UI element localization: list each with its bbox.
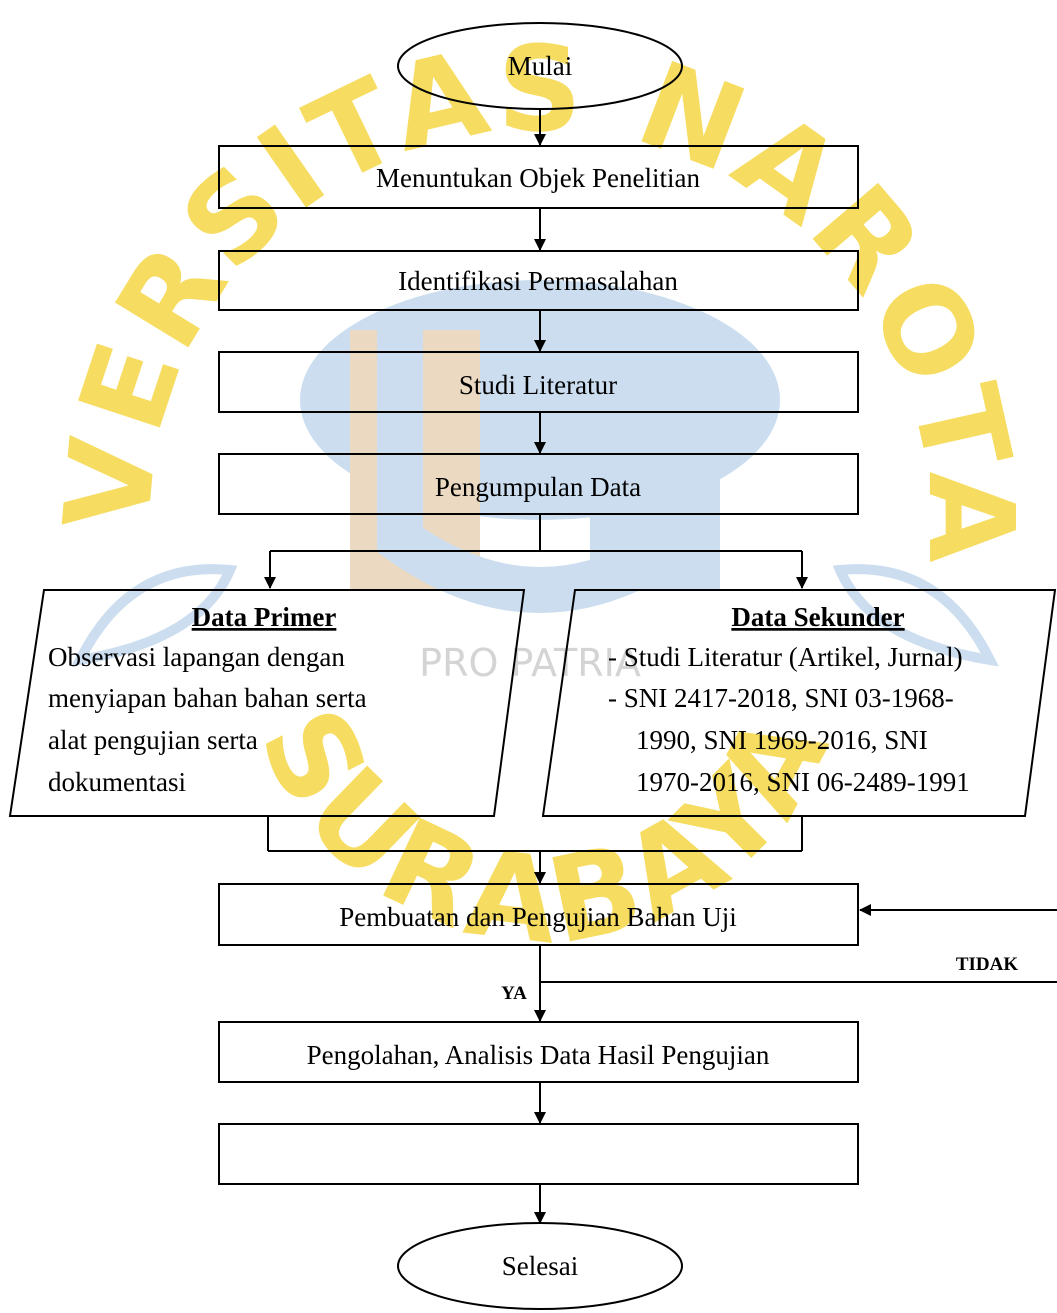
secondary-data-line-3: 1990, SNI 1969-2016, SNI [636, 725, 928, 755]
feedback-loop: TIDAK [540, 904, 1057, 983]
step-make-test-material-label: Pembuatan dan Pengujian Bahan Uji [339, 902, 736, 932]
step-data-analysis-label: Pengolahan, Analisis Data Hasil Pengujia… [307, 1040, 770, 1070]
primary-data-box: Data Primer Observasi lapangan dengan me… [8, 589, 526, 817]
split-connector [264, 514, 808, 589]
start-label: Mulai [508, 51, 573, 81]
yes-label: YA [501, 983, 527, 1004]
seal-left-leaf [71, 564, 238, 667]
step-data-analysis: Pengolahan, Analisis Data Hasil Pengujia… [218, 1021, 859, 1083]
step-determine-object: Menuntukan Objek Penelitian [218, 145, 859, 209]
step-identify-problem-label: Identifikasi Permasalahan [398, 266, 678, 296]
secondary-data-line-4: 1970-2016, SNI 06-2489-1991 [636, 767, 970, 797]
start-terminator: Mulai [397, 22, 683, 110]
secondary-data-heading: Data Sekunder [731, 602, 904, 632]
step-make-test-material: Pembuatan dan Pengujian Bahan Uji [218, 883, 859, 946]
primary-data-line-3: alat pengujian serta [48, 725, 258, 755]
no-label: TIDAK [956, 954, 1019, 975]
merge-connector [267, 816, 803, 884]
step-data-collection: Pengumpulan Data [218, 453, 859, 515]
primary-data-line-2: menyiapan bahan bahan serta [48, 683, 367, 713]
seal-u-shape [377, 330, 703, 613]
seal-right-leaf [832, 564, 999, 667]
end-label: Selesai [502, 1251, 578, 1281]
primary-data-heading: Data Primer [192, 602, 337, 632]
step-determine-object-label: Menuntukan Objek Penelitian [376, 163, 700, 193]
step-literature-study-label: Studi Literatur [459, 370, 617, 400]
primary-data-line-1: Observasi lapangan dengan [48, 642, 345, 672]
step-data-collection-label: Pengumpulan Data [435, 472, 641, 502]
secondary-data-box: Data Sekunder - Studi Literatur (Artikel… [541, 589, 1057, 817]
primary-data-line-4: dokumentasi [48, 767, 186, 797]
step-identify-problem: Identifikasi Permasalahan [218, 250, 859, 311]
seal-motto: PRO PATRIA [419, 641, 641, 685]
secondary-data-line-2: - SNI 2417-2018, SNI 03-1968- [608, 683, 954, 713]
step-empty-box [218, 1123, 859, 1185]
secondary-data-line-1: - Studi Literatur (Artikel, Jurnal) [608, 642, 963, 672]
end-terminator: Selesai [397, 1222, 683, 1310]
step-literature-study: Studi Literatur [218, 351, 859, 413]
